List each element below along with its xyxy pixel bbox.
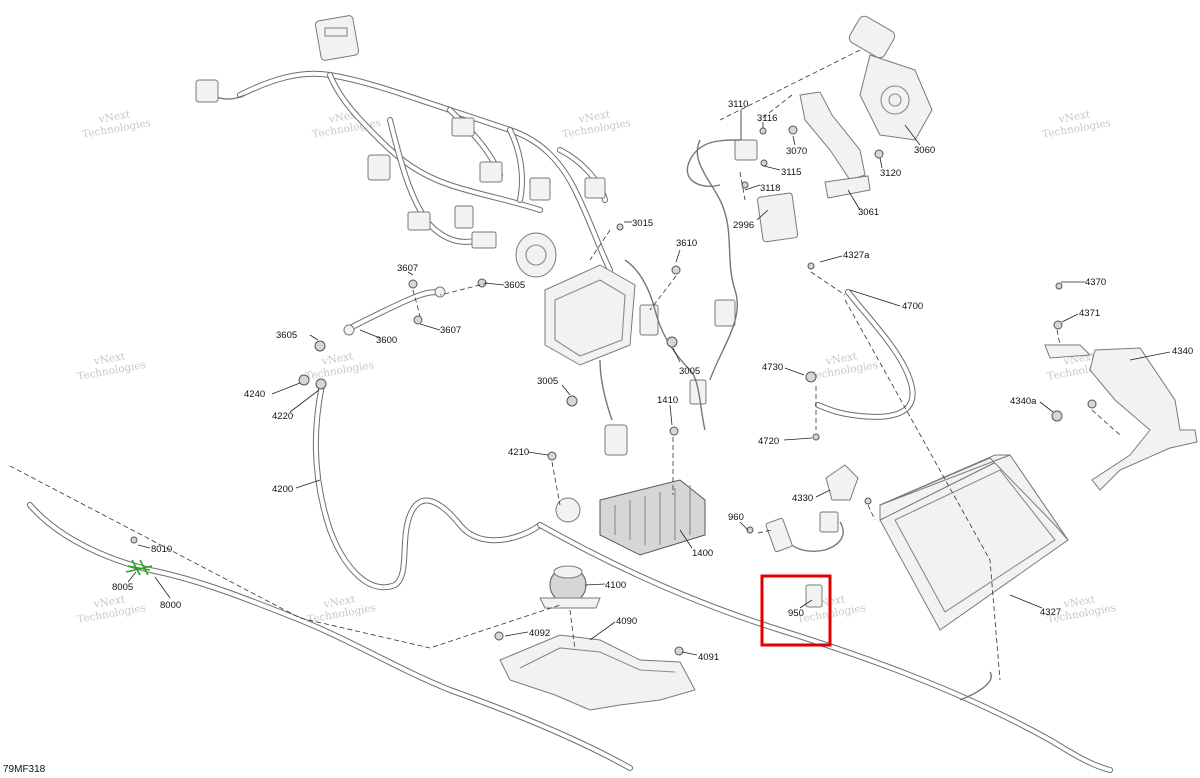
- watermark-text: vNextTechnologies: [304, 590, 377, 626]
- main-wiring-harness: [195, 15, 738, 456]
- callout-3118: 3118: [760, 183, 780, 194]
- callout-4720: 4720: [758, 436, 779, 447]
- callout-4700: 4700: [902, 301, 923, 312]
- callout-3607-bottom: 3607: [440, 325, 461, 336]
- watermark-text: vNextTechnologies: [559, 105, 632, 141]
- callout-4091: 4091: [698, 652, 719, 663]
- watermark-text: vNextTechnologies: [309, 105, 382, 141]
- regulator-solenoid: [539, 479, 706, 609]
- callout-3061: 3061: [858, 207, 879, 218]
- callout-4200: 4200: [272, 484, 293, 495]
- callout-4730: 4730: [762, 362, 783, 373]
- callout-8005: 8005: [112, 582, 133, 593]
- cables-and-brackets: [27, 286, 1198, 773]
- callout-3605-left: 3605: [276, 330, 297, 341]
- watermark-text: vNextTechnologies: [74, 590, 147, 626]
- callout-4370: 4370: [1085, 277, 1106, 288]
- callout-4100: 4100: [605, 580, 626, 591]
- callout-3110: 3110: [728, 99, 748, 110]
- callout-4327a: 4327a: [843, 250, 870, 261]
- watermark-text: vNextTechnologies: [806, 347, 879, 383]
- callout-3610: 3610: [676, 238, 697, 249]
- callout-8010: 8010: [151, 544, 172, 555]
- callout-4327: 4327: [1040, 607, 1061, 618]
- callout-3605-right: 3605: [504, 280, 525, 291]
- callout-4330: 4330: [792, 493, 813, 504]
- watermark-text: vNextTechnologies: [79, 105, 152, 141]
- callout-3015: 3015: [632, 218, 653, 229]
- fasteners: [130, 125, 1097, 656]
- callout-3115: 3115: [781, 167, 801, 178]
- callout-1400: 1400: [692, 548, 713, 559]
- callout-4220: 4220: [272, 411, 293, 422]
- callout-3005-left: 3005: [537, 376, 558, 387]
- highlight-box-950: [760, 574, 832, 647]
- callout-4371: 4371: [1079, 308, 1100, 319]
- callout-4340: 4340: [1172, 346, 1193, 357]
- callout-labels: 3110 3116 3070 3060 3115 3120 3118 3061 …: [112, 99, 1193, 663]
- callout-8000: 8000: [160, 600, 181, 611]
- callout-4092: 4092: [529, 628, 550, 639]
- callout-2996: 2996: [733, 220, 754, 231]
- callout-950: 950: [788, 608, 804, 619]
- callout-4090: 4090: [616, 616, 637, 627]
- callout-3060: 3060: [914, 145, 935, 156]
- highlighted-clip-8005: [125, 559, 153, 576]
- callout-4240: 4240: [244, 389, 265, 400]
- reference-lines: [9, 49, 1121, 681]
- callout-3607-top: 3607: [397, 263, 418, 274]
- battery: [879, 454, 1069, 631]
- callout-4210: 4210: [508, 447, 529, 458]
- watermark-layer: vNextTechnologies vNextTechnologies vNextT…: [74, 105, 1117, 626]
- figure-code: 79MF318: [3, 764, 46, 775]
- callout-3600: 3600: [376, 335, 397, 346]
- leader-lines: [127, 110, 1171, 656]
- callout-4340a: 4340a: [1010, 396, 1037, 407]
- callout-3005-right: 3005: [679, 366, 700, 377]
- watermark-text: vNextTechnologies: [1039, 105, 1112, 141]
- callout-960: 960: [728, 512, 744, 523]
- callout-1410: 1410: [657, 395, 678, 406]
- watermark-text: vNextTechnologies: [74, 347, 147, 383]
- callout-3120: 3120: [880, 168, 901, 179]
- actuator-assembly: [686, 15, 933, 243]
- watermark-text: vNextTechnologies: [302, 347, 375, 383]
- callout-3070: 3070: [786, 146, 807, 157]
- callout-3116: 3116: [757, 113, 777, 124]
